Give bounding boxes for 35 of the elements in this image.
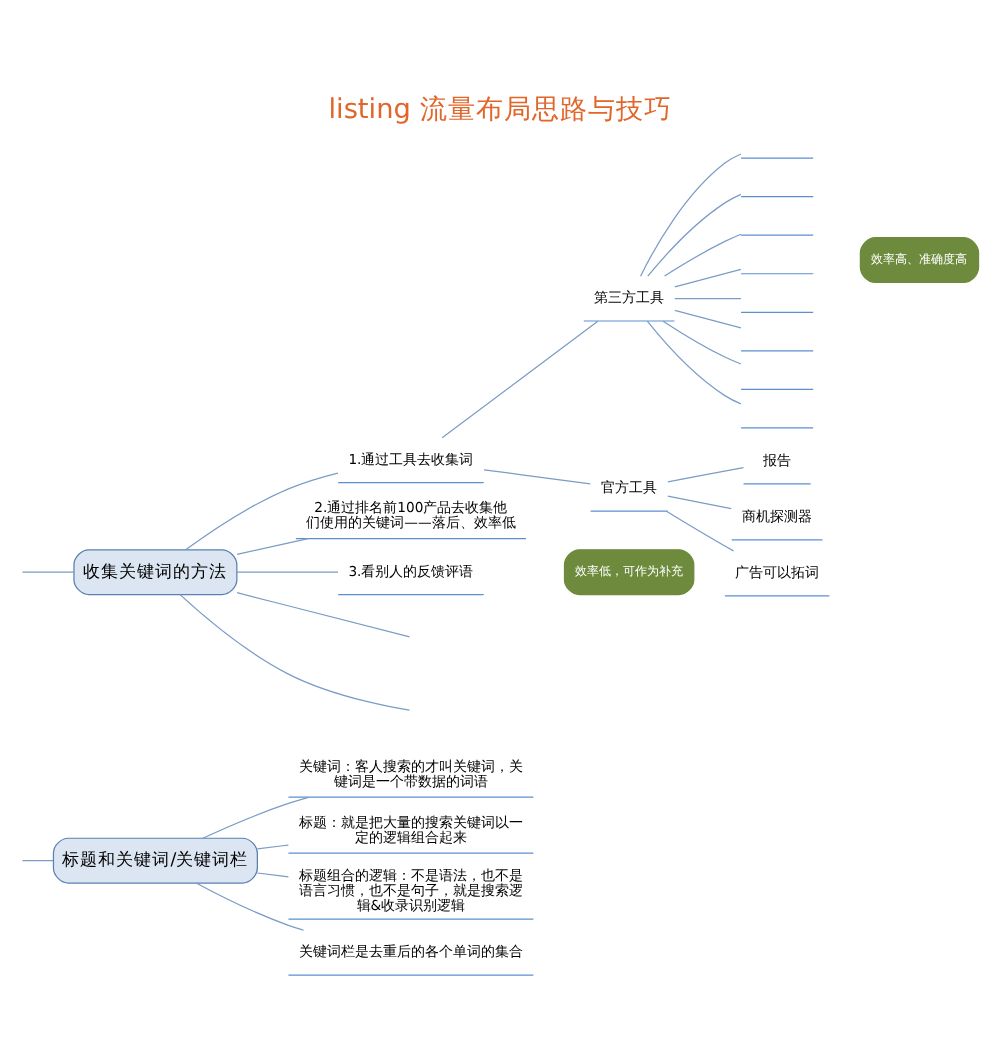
node-box: 标题和关键词/关键词栏	[52, 836, 258, 883]
connector	[667, 466, 745, 482]
node-line	[740, 310, 814, 312]
connector	[236, 537, 309, 554]
connector	[674, 297, 742, 299]
connector	[663, 232, 742, 276]
connector	[483, 468, 591, 484]
node-line	[740, 272, 814, 274]
connector	[667, 494, 732, 509]
node-line	[740, 349, 814, 351]
connector	[674, 267, 742, 287]
diagram-title: listing 流量布局思路与技巧	[328, 92, 672, 125]
connector	[21, 859, 54, 861]
connector	[236, 591, 411, 637]
connector	[185, 471, 339, 550]
connector	[665, 509, 735, 551]
connector	[21, 570, 75, 572]
connector	[662, 319, 742, 364]
node-box: 收集关键词的方法	[73, 548, 238, 595]
connector	[256, 871, 289, 877]
connector	[646, 319, 742, 404]
connector	[639, 152, 742, 276]
connector	[256, 843, 289, 849]
connector	[195, 881, 305, 930]
node-line	[740, 426, 814, 428]
connector	[674, 308, 742, 328]
connector	[179, 593, 411, 710]
node-line	[740, 156, 814, 158]
node-line	[740, 387, 814, 389]
connector	[202, 795, 310, 838]
connector	[647, 192, 742, 276]
connector	[236, 570, 339, 572]
connector	[441, 319, 599, 438]
node-line	[740, 233, 814, 235]
node-line	[740, 195, 814, 197]
